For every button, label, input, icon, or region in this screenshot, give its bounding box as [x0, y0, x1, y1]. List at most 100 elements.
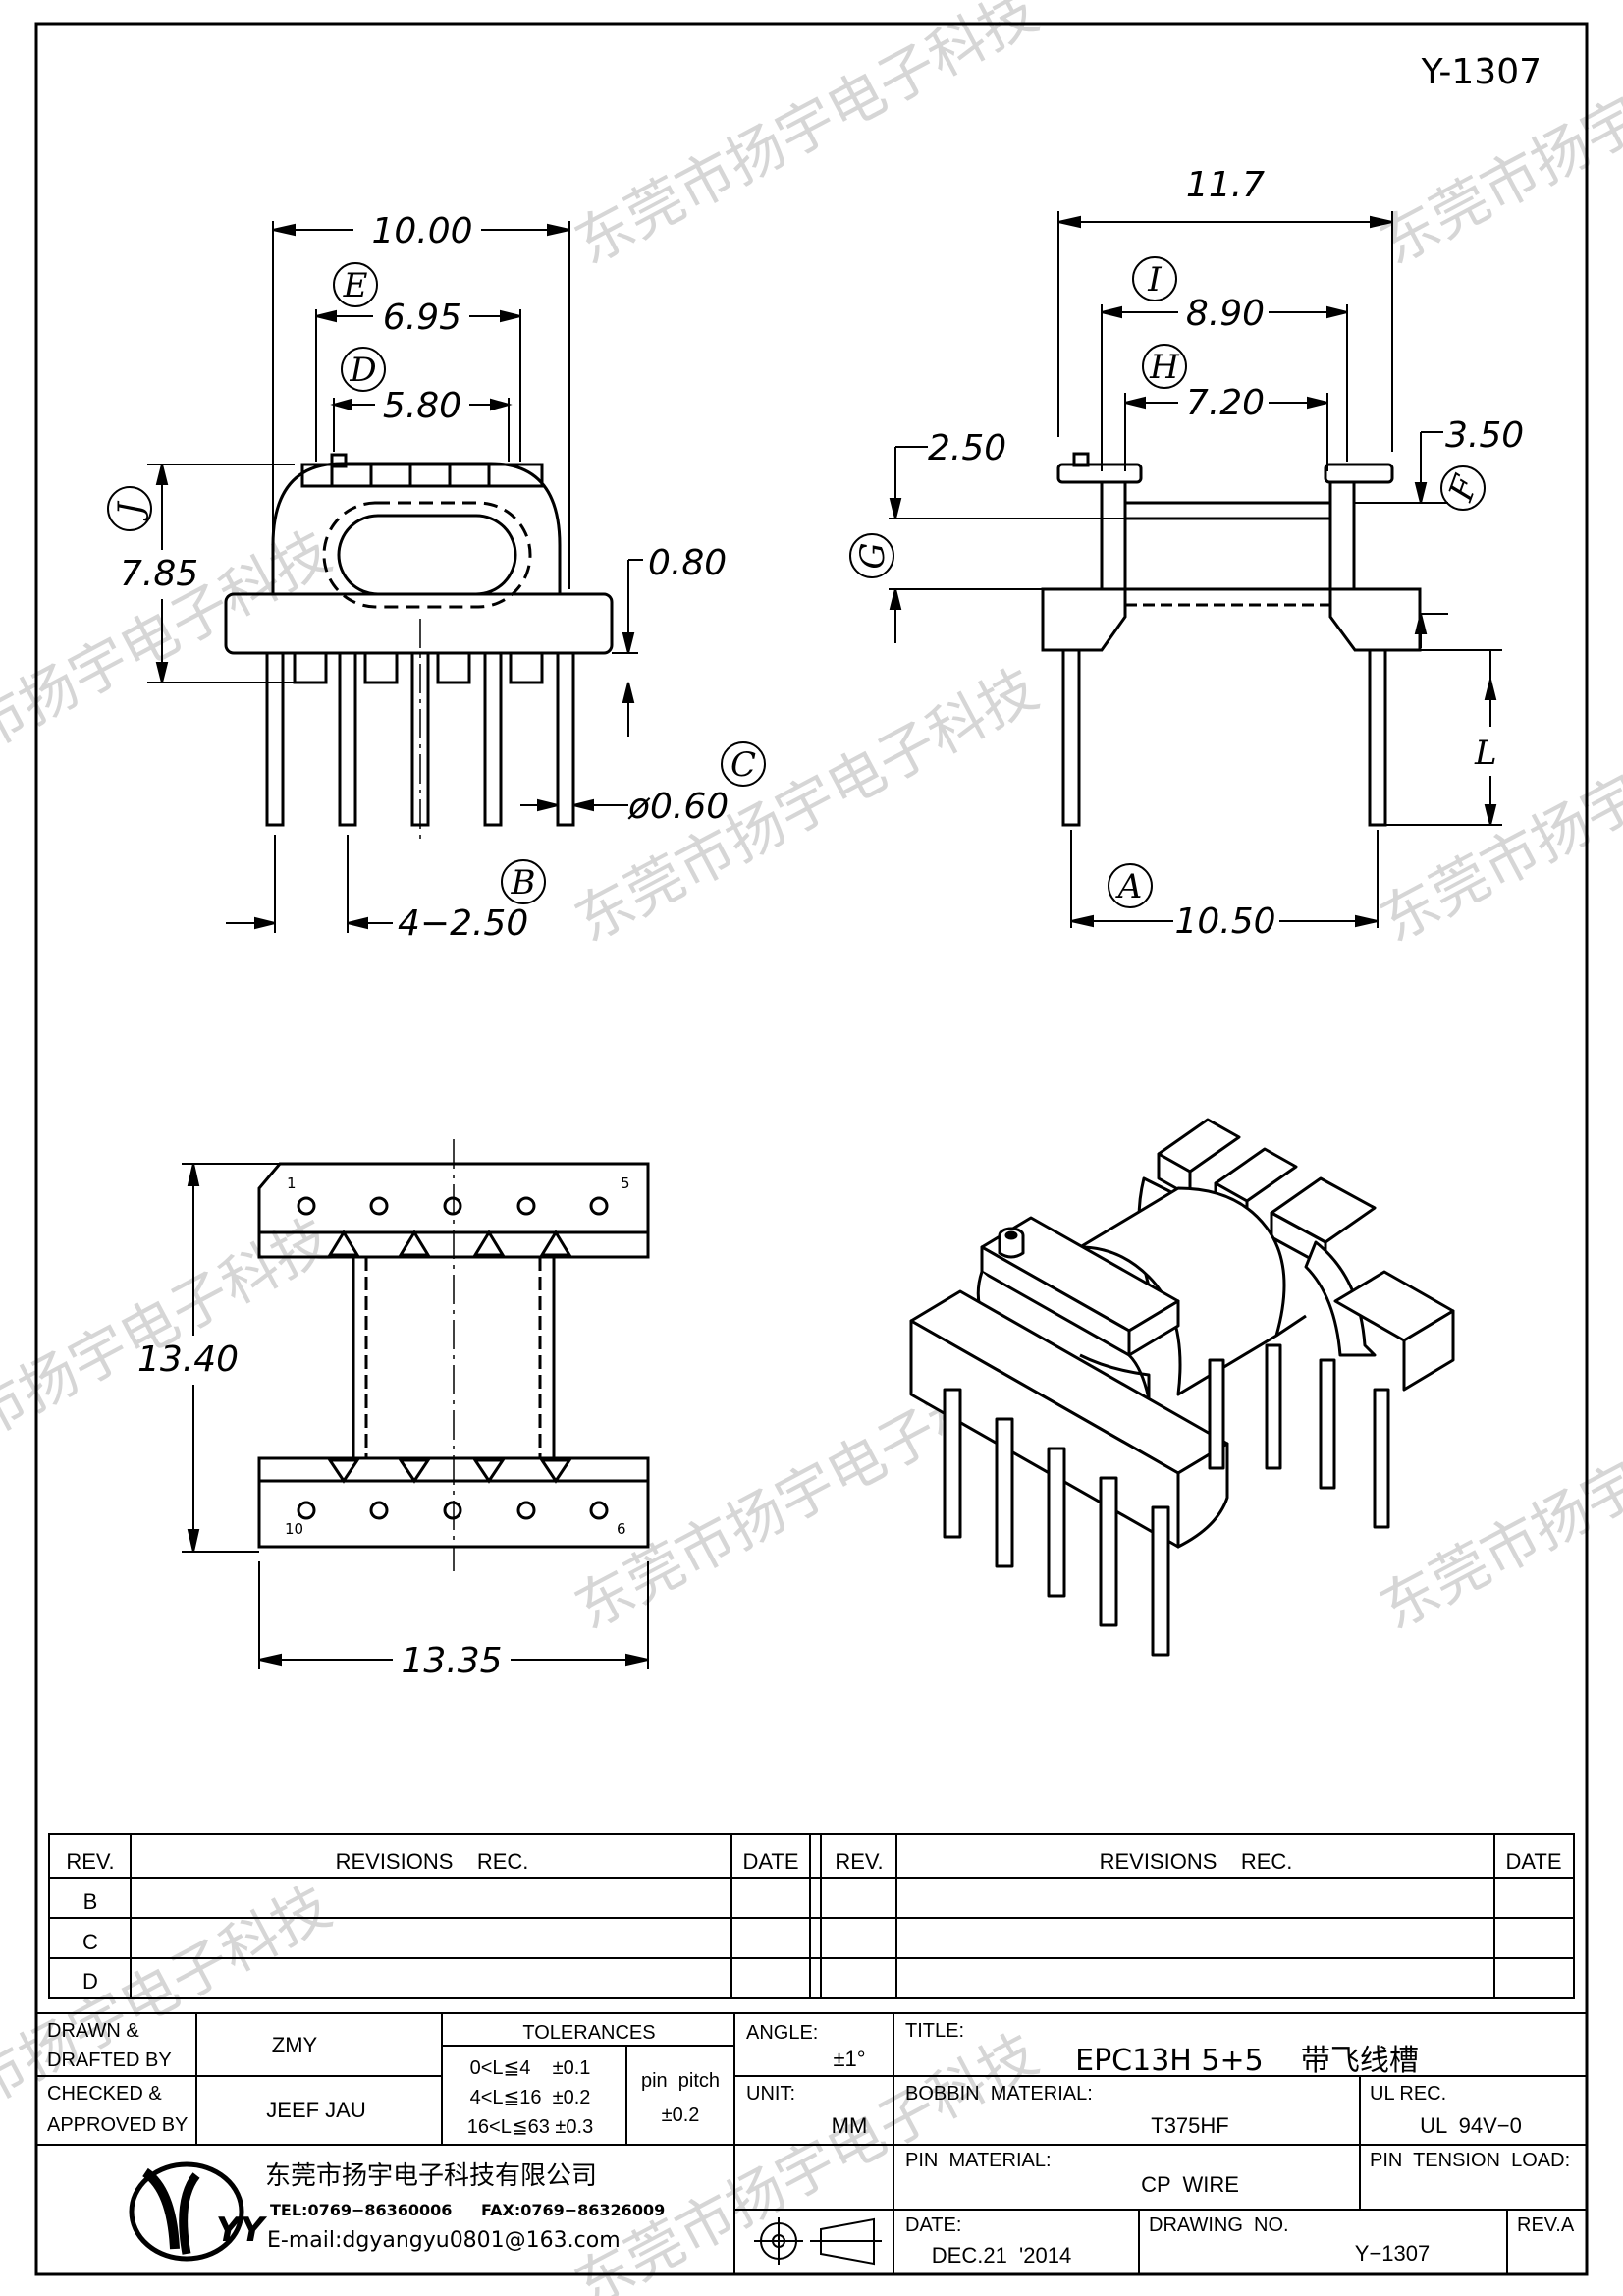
pin-label-1: 1	[287, 1175, 297, 1192]
dim-width-13-35: 13.35	[401, 1641, 502, 1681]
watermark: 东莞市扬宇电子科技	[565, 0, 1049, 277]
pin-material-label: PIN MATERIAL:	[905, 2150, 1052, 2171]
callout-c: C	[730, 745, 756, 785]
company-tel: TEL:0769−86360006	[270, 2201, 452, 2219]
dim-flange-0-80: 0.80	[648, 543, 727, 583]
callout-a-circle	[1108, 863, 1153, 908]
drawn-label: DRAWN &	[47, 2020, 139, 2042]
title-block	[35, 2012, 1588, 2275]
rev-col-header-2: REV.	[835, 1849, 883, 1874]
ul-rec-label: UL REC.	[1370, 2083, 1446, 2105]
approved-by-value: JEEF JAU	[266, 2098, 365, 2122]
callout-a: A	[1115, 867, 1143, 906]
dim-g-top-2-50: 2.50	[928, 428, 1006, 468]
unit-label: UNIT:	[746, 2083, 795, 2105]
rev-rec-col-header-2: REVISIONS REC.	[1100, 1849, 1293, 1874]
tolerance-row-2: 4<L≦16 ±0.2	[470, 2087, 591, 2108]
callout-c-circle	[721, 741, 766, 787]
callout-e: E	[343, 266, 368, 305]
dim-e-6-95: 6.95	[383, 298, 461, 338]
company-logo: YY	[129, 2161, 268, 2262]
rev-row-d: D	[82, 1969, 98, 1994]
rev-date-col-header: DATE	[742, 1849, 798, 1874]
dim-pin-dia: ø0.60	[627, 787, 729, 827]
drawing-no-value: Y−1307	[1355, 2241, 1430, 2266]
drawing-number-top: Y-1307	[1421, 52, 1542, 92]
callout-i: I	[1147, 260, 1162, 300]
label-l: L	[1474, 734, 1497, 773]
date-label: DATE:	[905, 2214, 961, 2236]
title-block-text: DRAWN & DRAFTED BY ZMY CHECKED & APPROVE…	[47, 2020, 1575, 2268]
front-view	[224, 453, 614, 845]
dim-row-10-50: 10.50	[1174, 902, 1275, 942]
title-value: EPC13H 5+5 带飞线槽	[1075, 2044, 1419, 2078]
drawn-by-value: ZMY	[272, 2033, 318, 2057]
callout-j: J	[111, 500, 150, 521]
company-name: 东莞市扬宇电子科技有限公司	[265, 2161, 597, 2191]
tolerance-row-3: 16<L≦63 ±0.3	[467, 2116, 593, 2138]
pin-pitch-value: ±0.2	[662, 2105, 700, 2126]
bobbin-material-value: T375HF	[1151, 2113, 1228, 2138]
rev-row-c: C	[82, 1930, 98, 1954]
date-value: DEC.21 '2014	[932, 2243, 1071, 2268]
callout-h-circle	[1142, 344, 1187, 389]
callout-d: D	[349, 351, 376, 390]
callout-d-circle	[341, 347, 386, 392]
title-label: TITLE:	[905, 2020, 964, 2042]
rev-rec-col-header: REVISIONS REC.	[336, 1849, 529, 1874]
angle-label: ANGLE:	[746, 2022, 818, 2044]
callout-g: G	[853, 542, 893, 569]
side-view-dimensions	[889, 211, 1502, 928]
bottom-view	[257, 1139, 650, 1571]
dim-pin-pitch: 4−2.50	[398, 903, 528, 944]
approved-label: APPROVED BY	[47, 2114, 188, 2136]
dim-overall-11-7: 11.7	[1186, 165, 1265, 205]
bottom-view-dimensions	[182, 1163, 649, 1669]
company-email: E-mail:dgyangyu0801@163.com	[267, 2228, 621, 2253]
isometric-view	[909, 1118, 1455, 1657]
rev-row-b: B	[83, 1889, 98, 1914]
tolerances-label: TOLERANCES	[522, 2022, 655, 2044]
pin-pitch-label: pin pitch	[641, 2070, 720, 2092]
watermark: 东莞市扬宇电子科技	[1370, 0, 1623, 277]
revision-table	[48, 1833, 1575, 1999]
callout-f-circle	[1440, 465, 1486, 511]
checked-label: CHECKED &	[47, 2083, 162, 2105]
pin-material-value: CP WIRE	[1141, 2172, 1239, 2197]
pin-label-5: 5	[621, 1175, 630, 1192]
revision-table-text: REV. REVISIONS REC. DATE REV. REVISIONS …	[66, 1849, 1561, 1994]
side-view	[1041, 452, 1422, 827]
bottom-view-labels: 13.40 13.35 1 5 10 6	[137, 1175, 630, 1681]
dim-height-7-85: 7.85	[120, 554, 198, 594]
callout-j-circle	[107, 486, 152, 531]
bobbin-material-label: BOBBIN MATERIAL:	[905, 2083, 1093, 2105]
tolerance-row-1: 0<L≦4 ±0.1	[470, 2057, 591, 2079]
callout-b-circle	[501, 859, 546, 904]
callout-h: H	[1149, 348, 1180, 387]
callout-b: B	[511, 863, 536, 902]
dim-i-8-90: 8.90	[1186, 294, 1265, 334]
projection-symbol-icon	[754, 2217, 882, 2266]
drawing-no-label: DRAWING NO.	[1149, 2214, 1289, 2236]
unit-value: MM	[832, 2113, 868, 2138]
side-view-labels: 11.7 8.90 7.20 2.50 3.50 10.50 I H G F L…	[849, 165, 1524, 942]
pin-label-10: 10	[285, 1520, 303, 1538]
drafted-label: DRAFTED BY	[47, 2050, 172, 2071]
front-view-dimensions	[147, 221, 643, 933]
ul-rec-value: UL 94V−0	[1420, 2113, 1522, 2138]
pin-tension-label: PIN TENSION LOAD:	[1370, 2150, 1570, 2171]
callout-g-circle	[849, 533, 894, 578]
callout-e-circle	[333, 262, 378, 307]
dim-height-13-40: 13.40	[137, 1339, 239, 1380]
dim-f-3-50: 3.50	[1445, 415, 1524, 456]
rev-date-col-header-2: DATE	[1505, 1849, 1561, 1874]
callout-i-circle	[1132, 256, 1177, 301]
dim-d-5-80: 5.80	[383, 386, 461, 426]
company-fax: FAX:0769−86326009	[481, 2201, 665, 2219]
dim-h-7-20: 7.20	[1186, 383, 1265, 423]
rev-col-header: REV.	[66, 1849, 114, 1874]
dim-width-10: 10.00	[371, 211, 472, 251]
